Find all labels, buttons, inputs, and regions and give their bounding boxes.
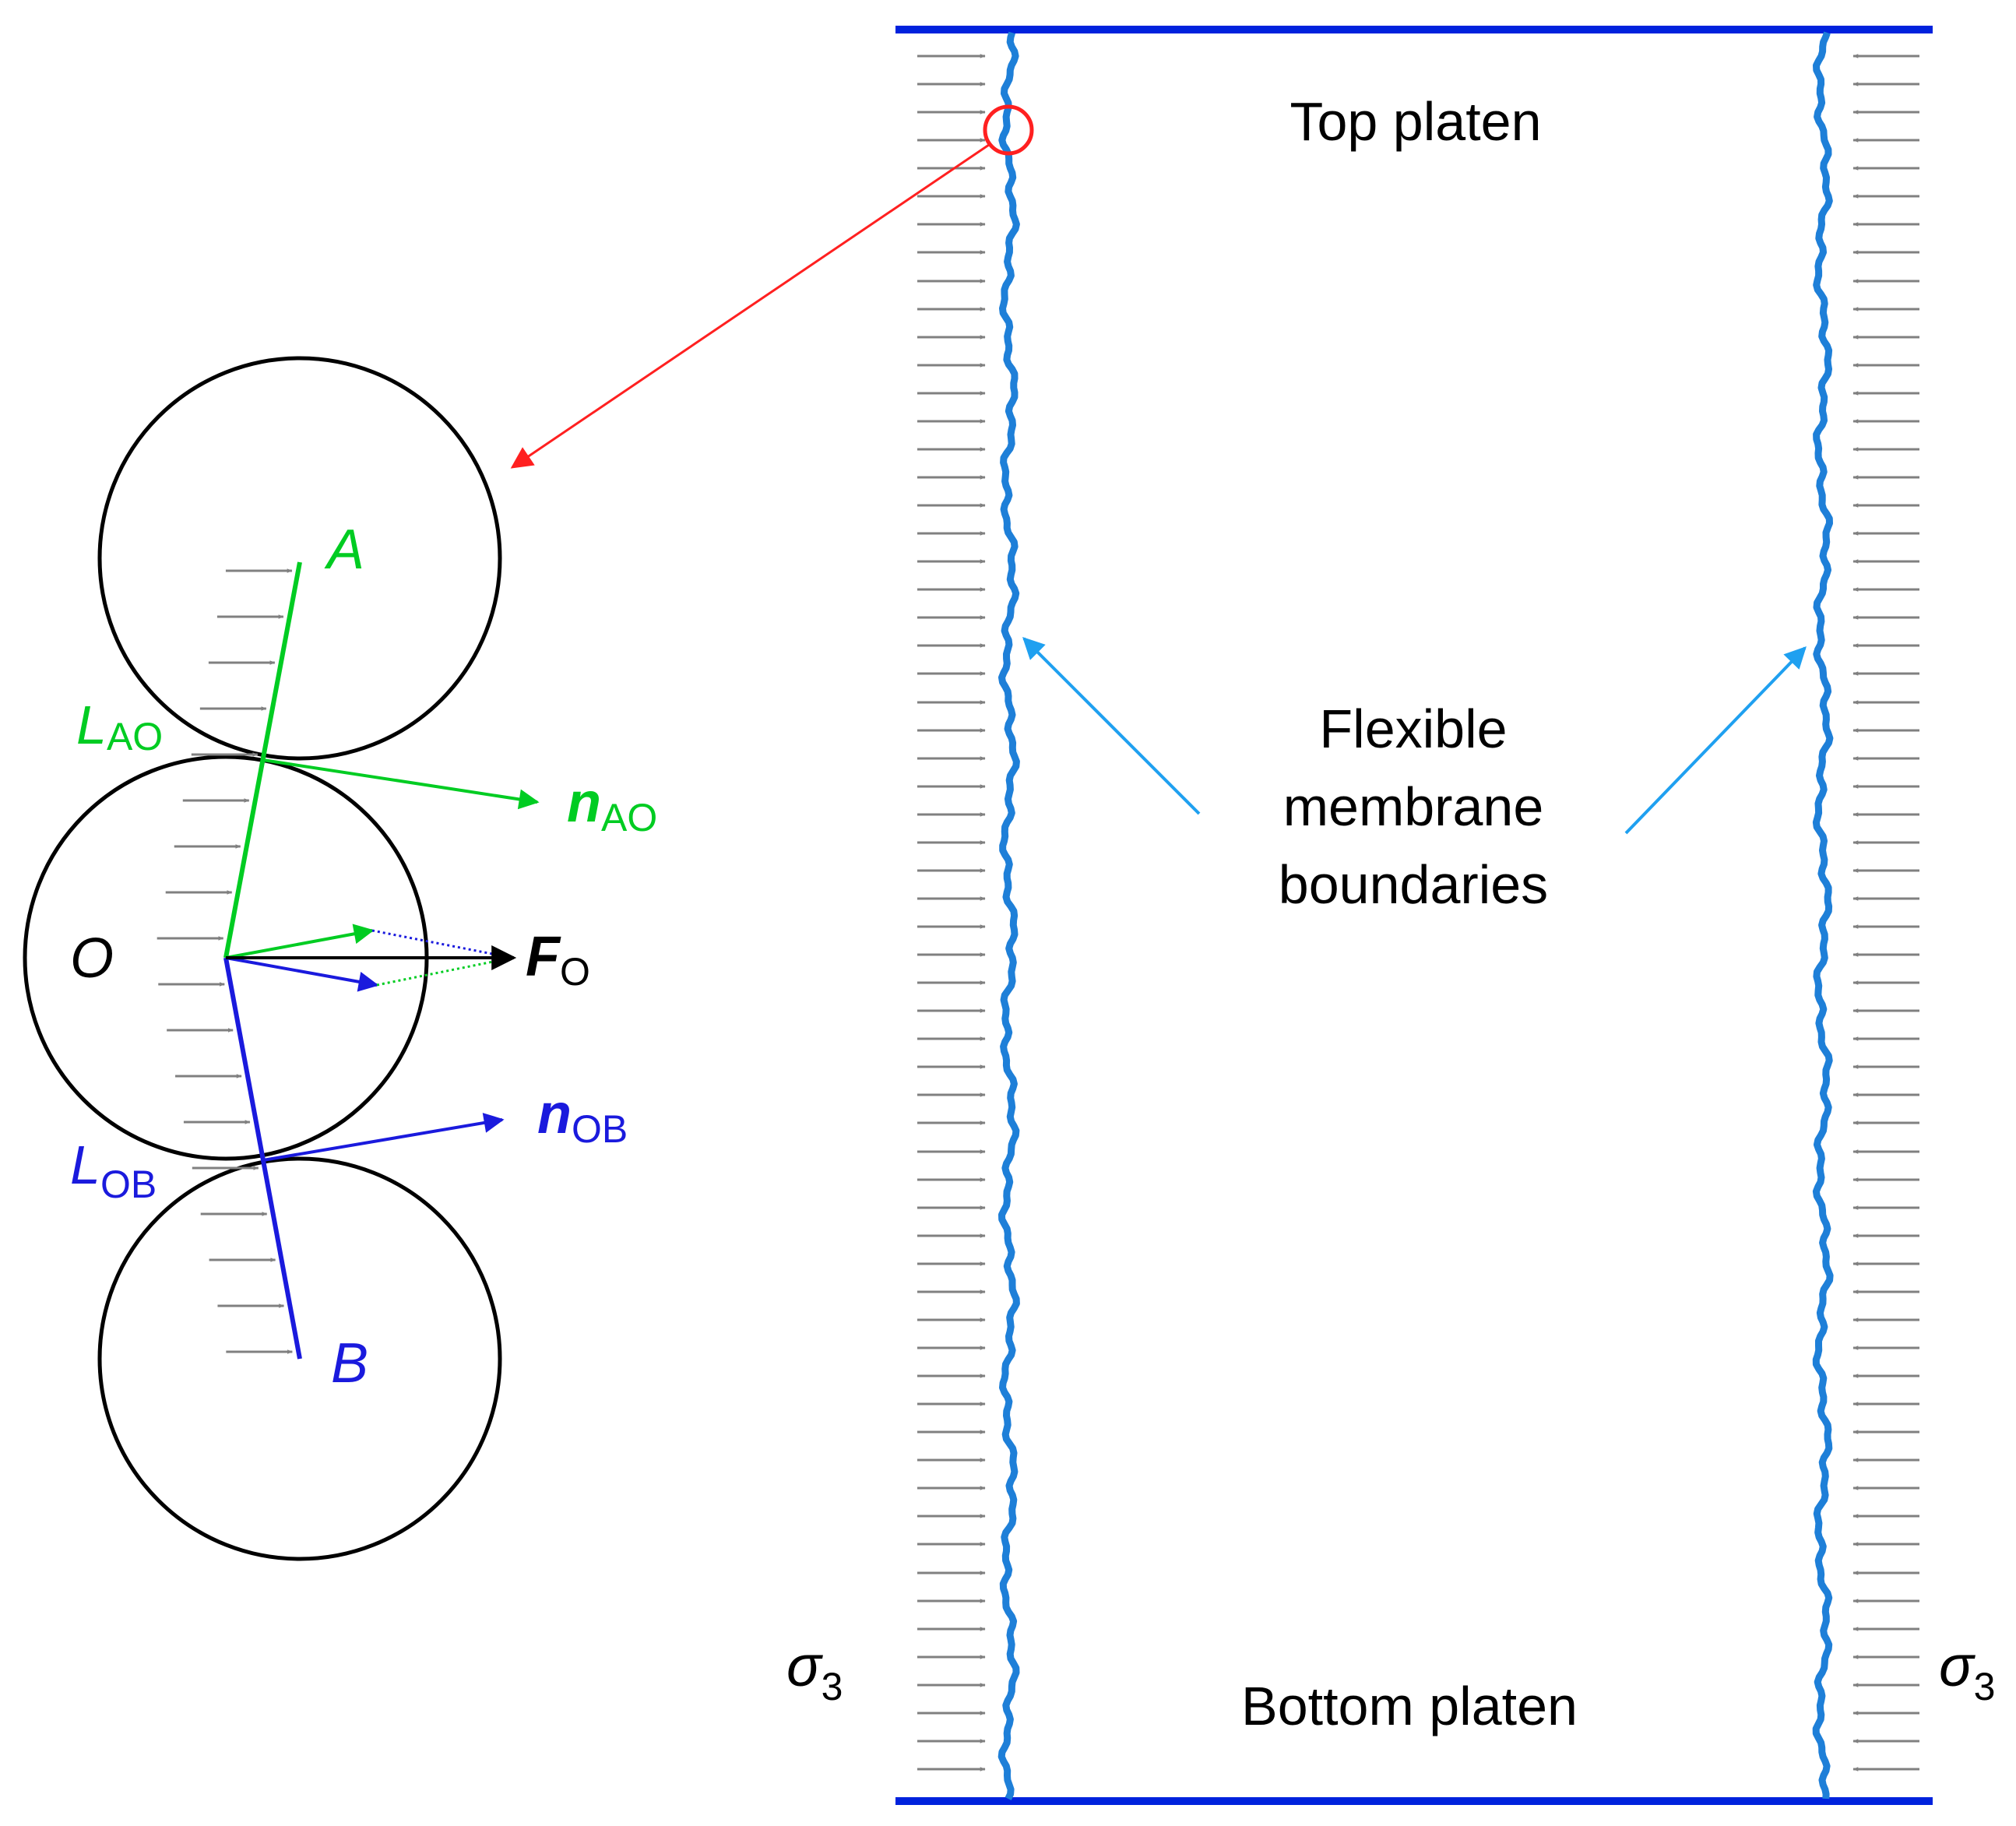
particle-B	[97, 1156, 502, 1561]
label-L-AO: LAO	[76, 695, 163, 758]
label-B: B	[331, 1332, 368, 1395]
branch-vector-AO	[223, 561, 302, 959]
sigma3-left-label: σ3	[786, 1634, 843, 1708]
branch-vector-OB	[223, 957, 302, 1360]
membrane-pointer-left	[1022, 637, 1201, 815]
normal-vector-nOB	[262, 1113, 505, 1162]
particle-pressure-arrows	[157, 568, 294, 1354]
membrane-label-line3: boundaries	[1279, 854, 1548, 915]
zoom-callout-circle	[983, 104, 1034, 156]
membrane-label-line2: membrane	[1283, 776, 1544, 837]
label-L-OB: LOB	[70, 1135, 157, 1206]
bottom-platen-label: Bottom platen	[1241, 1676, 1578, 1736]
parallelogram-dotted-green	[376, 956, 513, 987]
parallelogram-dotted-blue	[371, 929, 513, 959]
membrane-pointer-right	[1624, 646, 1807, 835]
membrane-label-line1: Flexible	[1319, 698, 1507, 759]
left-membrane-boundary	[997, 31, 1020, 1800]
right-confining-pressure-arrows	[1852, 54, 1919, 1771]
normal-vector-nAO	[262, 758, 540, 810]
top-platen-label: Top platen	[1289, 91, 1541, 152]
label-F-O: FO	[526, 926, 590, 994]
particle-A	[97, 356, 502, 761]
force-component-green	[225, 924, 375, 959]
label-n-AO: nAO	[567, 772, 657, 839]
left-confining-pressure-arrows	[917, 54, 986, 1771]
force-component-blue	[225, 956, 379, 992]
label-n-OB: nOB	[537, 1083, 628, 1151]
sigma3-right-label: σ3	[1939, 1634, 1995, 1708]
zoom-callout-arrow	[510, 143, 990, 469]
label-O: O	[70, 927, 114, 990]
right-membrane-boundary	[1812, 31, 1834, 1800]
label-A: A	[324, 519, 364, 581]
